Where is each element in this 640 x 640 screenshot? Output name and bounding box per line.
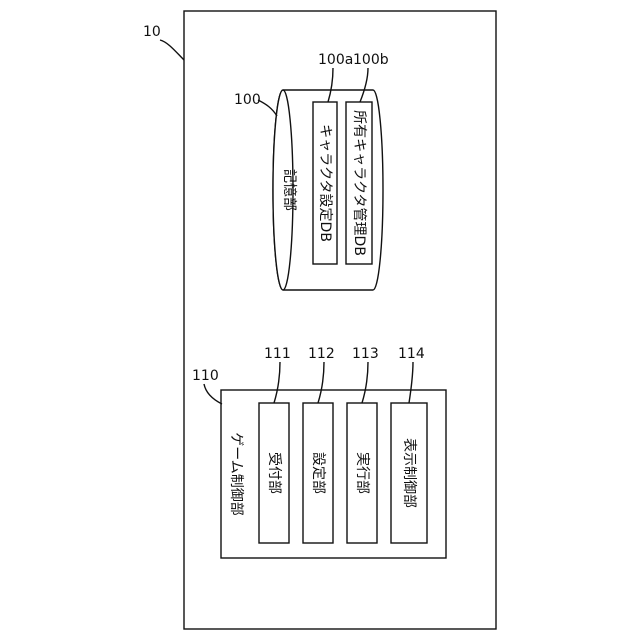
db-character-settings-label: キャラクタ設定DB	[317, 124, 333, 242]
db-character-settings-ref: 100a	[318, 52, 353, 68]
system-leader	[160, 40, 184, 60]
unit-execution-label: 実行部	[354, 452, 370, 494]
unit-reception-ref: 111	[264, 346, 291, 362]
game-control-ref: 110	[192, 368, 219, 384]
unit-display-control-label: 表示制御部	[401, 438, 417, 508]
unit-display-control-ref: 114	[398, 346, 425, 362]
game-control-label: ゲーム制御部	[228, 432, 244, 516]
db-owned-character-mgmt-ref: 100b	[353, 52, 389, 68]
system-ref: 10	[143, 24, 161, 40]
storage-label: 記憶部	[281, 169, 298, 211]
unit-setting-label: 設定部	[310, 452, 326, 494]
db-owned-character-mgmt-label: 所有キャラクタ管理DB	[351, 110, 367, 256]
storage-ref: 100	[234, 92, 261, 108]
unit-execution-ref: 113	[352, 346, 379, 362]
unit-setting-ref: 112	[308, 346, 335, 362]
unit-reception-label: 受付部	[266, 452, 282, 494]
